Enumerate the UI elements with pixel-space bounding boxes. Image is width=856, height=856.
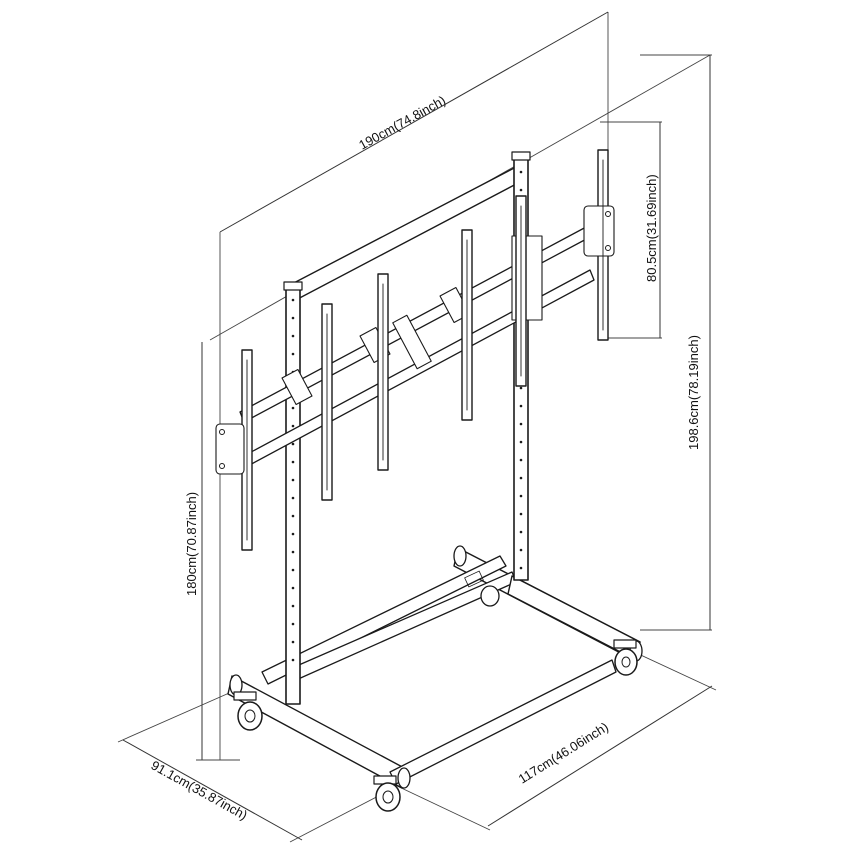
base-depth-label: 91.1cm(35.87inch) (149, 758, 250, 823)
base-depth-dimension-line (122, 739, 303, 841)
caster-wheel-icon (480, 585, 500, 607)
total-width-label: 190cm(74.8inch) (356, 93, 448, 153)
base-width-dimension-line (487, 685, 713, 827)
caster-wheels (233, 585, 638, 812)
dimension-lines (117, 11, 717, 843)
base-frame (227, 545, 643, 789)
caster-wheel-icon (373, 775, 401, 812)
post-holes-left (291, 298, 295, 662)
total-height-label: 198.6cm(78.19inch) (686, 335, 701, 450)
total-width-dimension-line (219, 11, 609, 233)
vesa-arms (215, 149, 615, 551)
min-height-label: 180cm(70.87inch) (184, 492, 199, 596)
caster-wheel-icon (613, 639, 638, 676)
base-width-label: 117cm(46.06inch) (516, 719, 611, 786)
mount-height-label: 80.5cm(31.69inch) (644, 174, 659, 282)
caster-wheel-icon (233, 691, 263, 731)
